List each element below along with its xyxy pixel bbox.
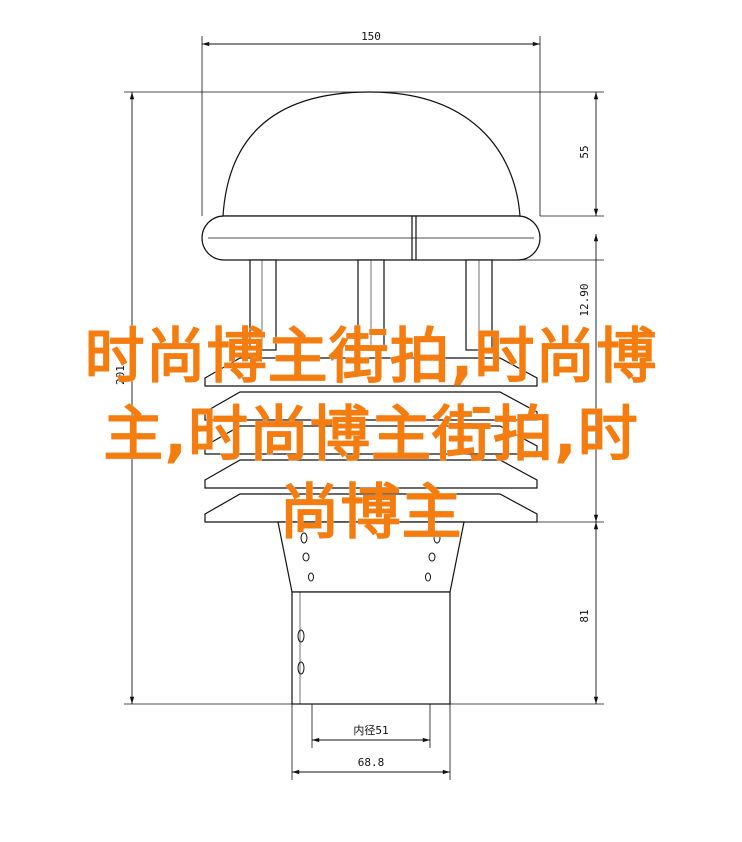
dome-cap [222, 91, 521, 217]
louver-stack [204, 357, 538, 523]
funnel-body [277, 521, 465, 593]
support-rods [249, 259, 493, 351]
dim-label-base-width: 68.8 [358, 756, 385, 769]
dim-label-inner-dia: 内径51 [353, 723, 388, 737]
dim-label-lower: 81 [578, 609, 591, 622]
dim-label-dome-height: 55 [578, 145, 591, 158]
dim-label-upper: 12.90 [578, 283, 591, 316]
dim-label-left-total: 201 [114, 365, 127, 385]
base-cylinder [291, 591, 451, 705]
dim-label-top-width: 150 [361, 30, 381, 43]
vent-holes [297, 532, 441, 675]
